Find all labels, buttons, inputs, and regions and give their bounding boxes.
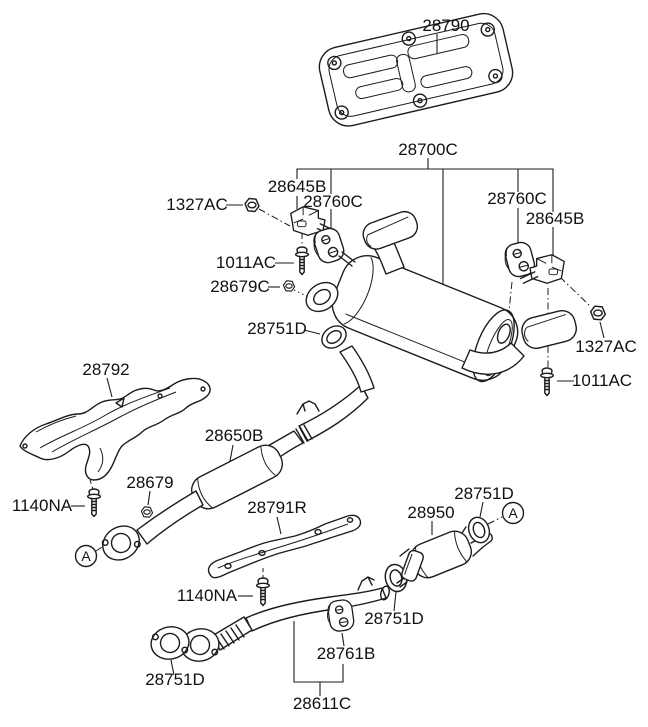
label-28950: 28950: [407, 503, 454, 522]
nut-left-part: [244, 197, 260, 213]
center-exhaust-pipe: [95, 384, 369, 568]
label-28751D-a: 28751D: [454, 484, 514, 503]
muffler-down-pipe: [339, 345, 375, 393]
front-pipe-bracket-lines: [293, 621, 344, 696]
part-number-labels: 28790 28700C 28645B 28760C 1327AC 1011AC…: [12, 16, 637, 713]
callout-a-left-letter: A: [81, 548, 91, 564]
label-1011AC-right: 1011AC: [572, 371, 632, 390]
label-28650B: 28650B: [205, 426, 264, 445]
nut-inlet-part: [282, 280, 296, 292]
tail-tip-top: [362, 210, 419, 250]
center-pipe-front-flange: [95, 518, 147, 568]
label-1140NA-left: 1140NA: [12, 496, 73, 515]
hanger-group-left: [244, 197, 356, 292]
label-28792: 28792: [82, 360, 129, 379]
plate-bolt-holes: [327, 22, 503, 120]
muffler-assembly: [305, 210, 578, 393]
label-28679C: 28679C: [210, 277, 270, 296]
label-1327AC-left: 1327AC: [166, 195, 227, 214]
label-28751D-inlet: 28751D: [247, 319, 307, 338]
callout-a-right: A: [501, 501, 525, 525]
label-28751D-front: 28751D: [145, 670, 205, 689]
leader-lines: [71, 34, 605, 676]
label-28760C-left: 28760C: [303, 192, 363, 211]
label-28611C: 28611C: [293, 694, 351, 713]
bolt-heat-shield-part: [86, 488, 102, 518]
heat-protector-plate: [318, 12, 514, 127]
label-28700C: 28700C: [398, 140, 458, 159]
label-28679: 28679: [126, 473, 173, 492]
callout-a-left: A: [74, 544, 98, 568]
label-28760C-right: 28760C: [487, 189, 547, 208]
bolt-bracket-part: [256, 577, 270, 607]
label-28645B-right: 28645B: [526, 209, 585, 228]
heat-shield: [19, 377, 211, 481]
bolt-left-part: [295, 246, 309, 276]
label-28645B-left: 28645B: [268, 177, 327, 196]
hanger-rubber-front-pipe-part: [324, 598, 356, 634]
gasket-cat-rear-part: [464, 513, 494, 547]
label-1011AC-left: 1011AC: [216, 253, 276, 272]
nut-right-part: [589, 305, 607, 321]
label-28790: 28790: [422, 16, 469, 35]
label-28751D-cat: 28751D: [364, 609, 424, 628]
heat-shield-bracket: [207, 514, 362, 579]
label-28791R: 28791R: [247, 498, 307, 517]
catalytic-converter: [396, 526, 493, 588]
nut-center-pipe-part: [140, 506, 154, 518]
callout-a-right-letter: A: [508, 505, 518, 521]
tail-tip-right: [521, 309, 578, 349]
assembly-bracket-lines: [296, 158, 554, 292]
tail-pipe-right: [461, 342, 525, 375]
muffler-inlet-flange: [305, 281, 339, 313]
label-28761B: 28761B: [317, 644, 376, 663]
label-1140NA-bottom: 1140NA: [177, 586, 238, 605]
bolt-right-part: [540, 367, 554, 397]
front-exhaust-pipe: [177, 576, 390, 666]
label-1327AC-right: 1327AC: [575, 337, 636, 356]
